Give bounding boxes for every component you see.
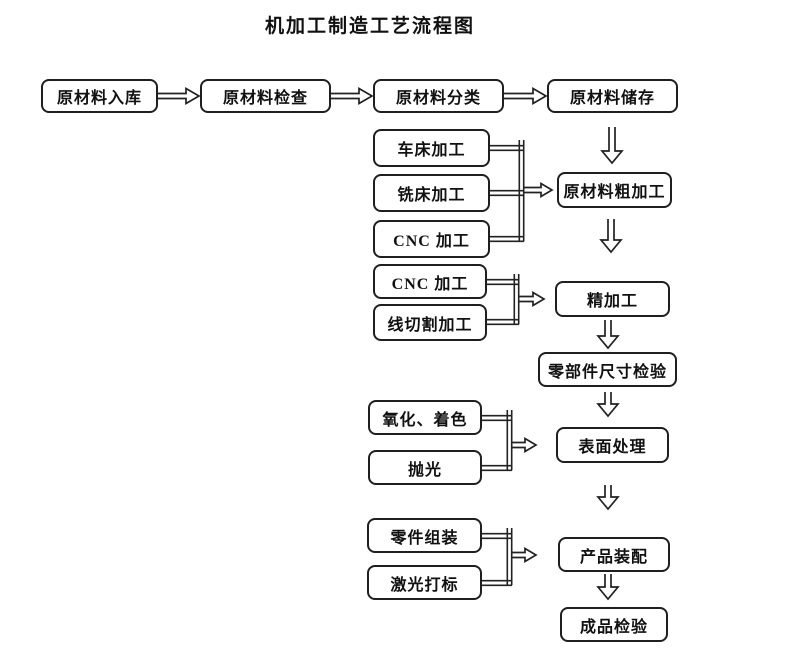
- flow-arrow-store-to-rough: [600, 127, 624, 165]
- bus-vertical-group4: [506, 528, 513, 586]
- node-final-inspection: 成品检验: [560, 607, 668, 642]
- bus-arrow-group1: [524, 182, 554, 198]
- bus-line-group1-milling: [490, 189, 524, 197]
- node-raw-material-inbound: 原材料入库: [41, 79, 158, 113]
- node-raw-material-sort: 原材料分类: [373, 79, 504, 113]
- node-parts-assembly: 零件组装: [367, 518, 482, 553]
- node-milling-machining: 铣床加工: [373, 174, 490, 212]
- node-surface-treatment: 表面处理: [556, 427, 669, 463]
- flow-arrow-inbound-to-inspect: [158, 87, 201, 105]
- node-cnc-machining-rough: CNC 加工: [373, 220, 490, 258]
- node-polishing: 抛光: [368, 450, 482, 485]
- node-raw-material-store: 原材料储存: [547, 79, 678, 113]
- flow-arrow-rough-to-fine: [599, 219, 623, 254]
- node-dimension-inspection: 零部件尺寸检验: [538, 352, 677, 387]
- flow-arrow-fine-to-dimension: [596, 320, 620, 350]
- flow-arrow-surface-to-assembly: [596, 485, 620, 511]
- flow-arrow-inspect-to-sort: [331, 87, 374, 105]
- bus-line-group1-cnc: [490, 235, 524, 243]
- diagram-title: 机加工制造工艺流程图: [264, 16, 475, 37]
- node-product-assembly: 产品装配: [558, 537, 670, 572]
- bus-arrow-group3: [512, 437, 538, 453]
- node-raw-material-inspect: 原材料检查: [200, 79, 331, 113]
- node-lathe-machining: 车床加工: [373, 129, 490, 167]
- flow-arrow-sort-to-store: [504, 87, 548, 105]
- node-rough-machining: 原材料粗加工: [557, 172, 672, 208]
- bus-vertical-group1: [518, 140, 525, 242]
- node-laser-marking: 激光打标: [367, 565, 482, 600]
- bus-vertical-group2: [513, 274, 520, 325]
- node-cnc-machining-fine: CNC 加工: [373, 264, 487, 299]
- flow-arrow-assembly-to-final: [596, 574, 620, 601]
- bus-arrow-group4: [512, 547, 538, 563]
- bus-vertical-group3: [506, 410, 513, 471]
- bus-line-group1-lathe: [490, 144, 524, 152]
- bus-arrow-group2: [519, 291, 546, 307]
- node-wire-cutting: 线切割加工: [373, 304, 487, 341]
- node-fine-machining: 精加工: [555, 281, 670, 317]
- flow-arrow-dimension-to-surface: [596, 392, 620, 418]
- node-oxidation-coloring: 氧化、着色: [368, 400, 482, 435]
